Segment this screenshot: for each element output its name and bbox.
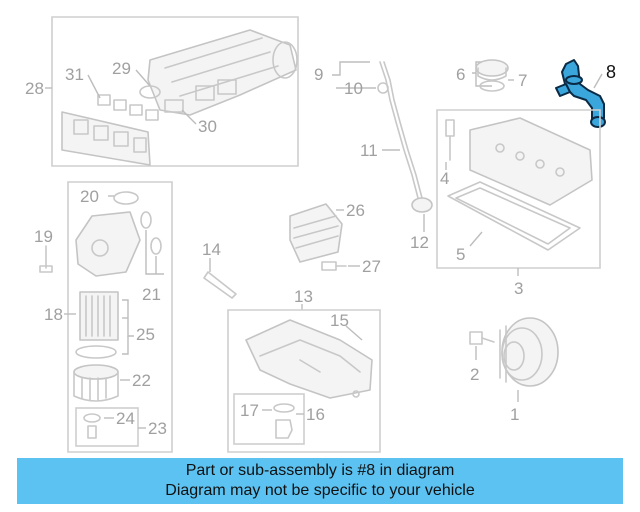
callout-5: 5 <box>456 245 465 264</box>
bolt-19-part <box>39 245 53 273</box>
callout-22: 22 <box>132 371 151 390</box>
valve-cover-gasket-part <box>447 181 581 251</box>
drain-plug-part <box>275 419 293 439</box>
intake-manifold-part <box>147 29 298 116</box>
info-banner: Part or sub-assembly is #8 in diagram Di… <box>17 458 623 504</box>
callout-25: 25 <box>136 325 155 344</box>
valve-cover-part <box>469 117 593 206</box>
intake-manifold-group-box <box>51 16 299 167</box>
callout-4: 4 <box>440 169 449 188</box>
callout-30: 30 <box>198 117 217 136</box>
callout-15: 15 <box>330 311 349 330</box>
callout-9: 9 <box>314 65 323 84</box>
crank-pulley-part <box>499 317 559 387</box>
drain-plug-subbox <box>233 393 305 445</box>
breather-hose-part-highlighted <box>555 59 606 128</box>
callout-24: 24 <box>116 409 135 428</box>
dipstick-part <box>377 61 423 199</box>
callout-12: 12 <box>410 233 429 252</box>
drain-washer-part <box>273 403 295 413</box>
callout-16: 16 <box>306 405 325 424</box>
callout-18: 18 <box>44 305 63 324</box>
callout-6: 6 <box>456 65 465 84</box>
callout-2: 2 <box>470 365 479 384</box>
bolt-part <box>321 261 347 271</box>
callout-11: 11 <box>360 141 378 160</box>
oil-cooler-part <box>289 203 343 263</box>
banner-line-1: Part or sub-assembly is #8 in diagram <box>185 462 455 479</box>
oil-pan-group-box <box>227 309 381 453</box>
callout-13: 13 <box>294 287 313 306</box>
drain-kit-subbox <box>75 407 139 447</box>
dipstick-seal-part <box>411 197 433 213</box>
banner-line-2: Diagram may not be specific to your vehi… <box>165 482 475 499</box>
oil-pan-part <box>245 319 373 399</box>
callout-29: 29 <box>112 59 131 78</box>
callout-23: 23 <box>148 419 167 438</box>
oil-filter-housing-part <box>75 211 141 277</box>
callout-27: 27 <box>362 257 381 276</box>
callout-31: 31 <box>65 65 84 84</box>
intake-gasket-part <box>61 111 151 166</box>
filter-cap-part <box>73 364 119 402</box>
callout-7: 7 <box>518 71 527 90</box>
tube-part <box>203 271 237 299</box>
filter-element-part <box>79 291 119 341</box>
valve-cover-group-box <box>436 109 601 269</box>
oring-part-2 <box>150 237 162 255</box>
callout-10: 10 <box>344 79 363 98</box>
small-oring-part <box>83 413 101 423</box>
seal-20-part <box>113 191 139 205</box>
callout-14: 14 <box>202 240 221 259</box>
callout-8: 8 <box>606 62 616 82</box>
callout-21: 21 <box>142 285 161 304</box>
oil-filler-cap-part <box>475 59 509 92</box>
callout-3: 3 <box>514 279 523 298</box>
callout-19: 19 <box>34 227 53 246</box>
oring-part <box>140 211 152 229</box>
sensor-part <box>445 119 455 161</box>
callout-28: 28 <box>25 79 44 98</box>
callout-20: 20 <box>80 187 99 206</box>
oil-filter-group-box <box>67 181 173 453</box>
callout-26: 26 <box>346 201 365 220</box>
callout-17: 17 <box>240 401 259 420</box>
filter-gasket-part <box>75 345 117 359</box>
small-plug-part <box>87 425 97 439</box>
pulley-bolt-part <box>469 331 495 345</box>
callout-1: 1 <box>510 405 519 424</box>
